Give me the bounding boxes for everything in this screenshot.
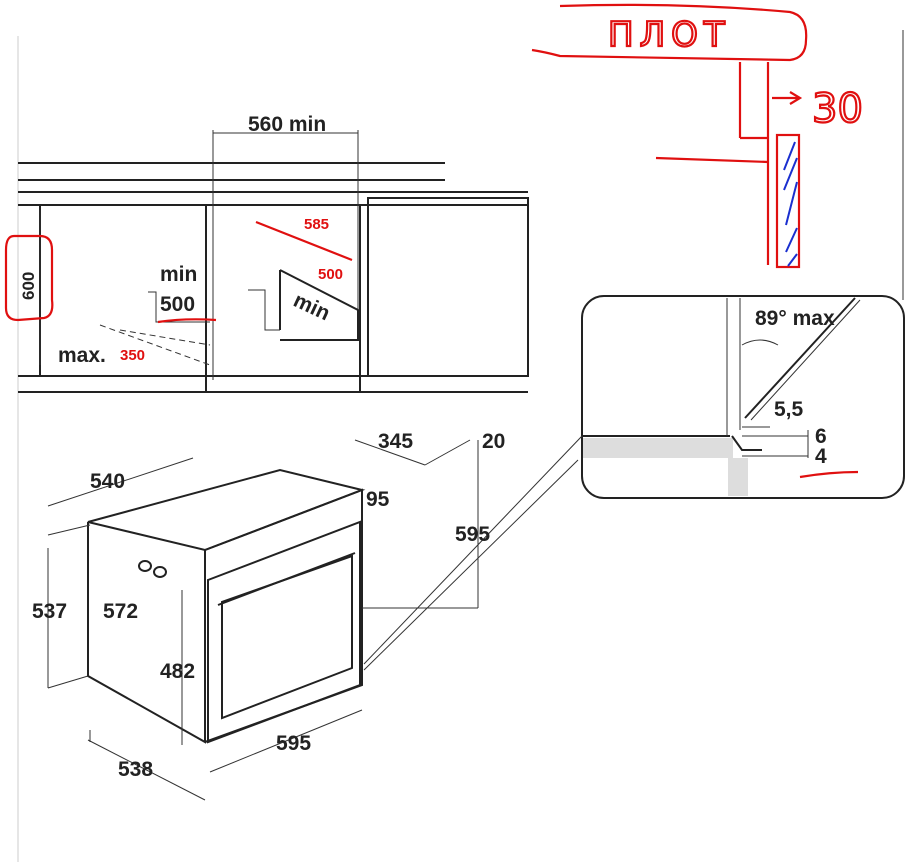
width-min-label: 560 min [248, 113, 326, 136]
dim-5-5-label: 5,5 [774, 398, 804, 421]
max-label: max. [58, 344, 106, 367]
oven-drawing [47, 439, 479, 801]
red-diagonal-label: 585 [304, 216, 329, 233]
gap-label: 30 [812, 86, 863, 132]
dim-6-label: 6 [815, 425, 827, 448]
cabinet-drawing [18, 130, 529, 393]
min-label: min [160, 263, 197, 286]
panel-offset-label: 95 [366, 488, 390, 511]
side-height-label: 537 [32, 600, 67, 623]
red-underline-detail [799, 470, 859, 479]
red-max-label: 350 [120, 347, 145, 364]
front-width-label: 595 [276, 732, 311, 755]
body-height-label: 572 [103, 600, 138, 623]
angle-label: 89° max [755, 307, 835, 330]
front-height-label: 595 [455, 523, 490, 546]
dim-4-label: 4 [815, 445, 827, 468]
top-depth-label: 345 [378, 430, 413, 453]
hand-sketch [531, 3, 808, 269]
red-underline [157, 318, 217, 324]
red-depth-label: 500 [318, 266, 343, 283]
top-offset-label: 20 [482, 430, 505, 453]
bottom-depth-label: 538 [118, 758, 153, 781]
top-label: ПЛОТ [608, 15, 731, 55]
door-height-label: 482 [160, 660, 195, 683]
depth-500-label: 500 [160, 293, 195, 316]
red-height-outline [4, 234, 54, 322]
detail-callout [363, 295, 905, 671]
red-height-label: 600 [19, 272, 38, 300]
red-diagonal-mark [255, 220, 353, 262]
overall-depth-label: 540 [90, 470, 125, 493]
